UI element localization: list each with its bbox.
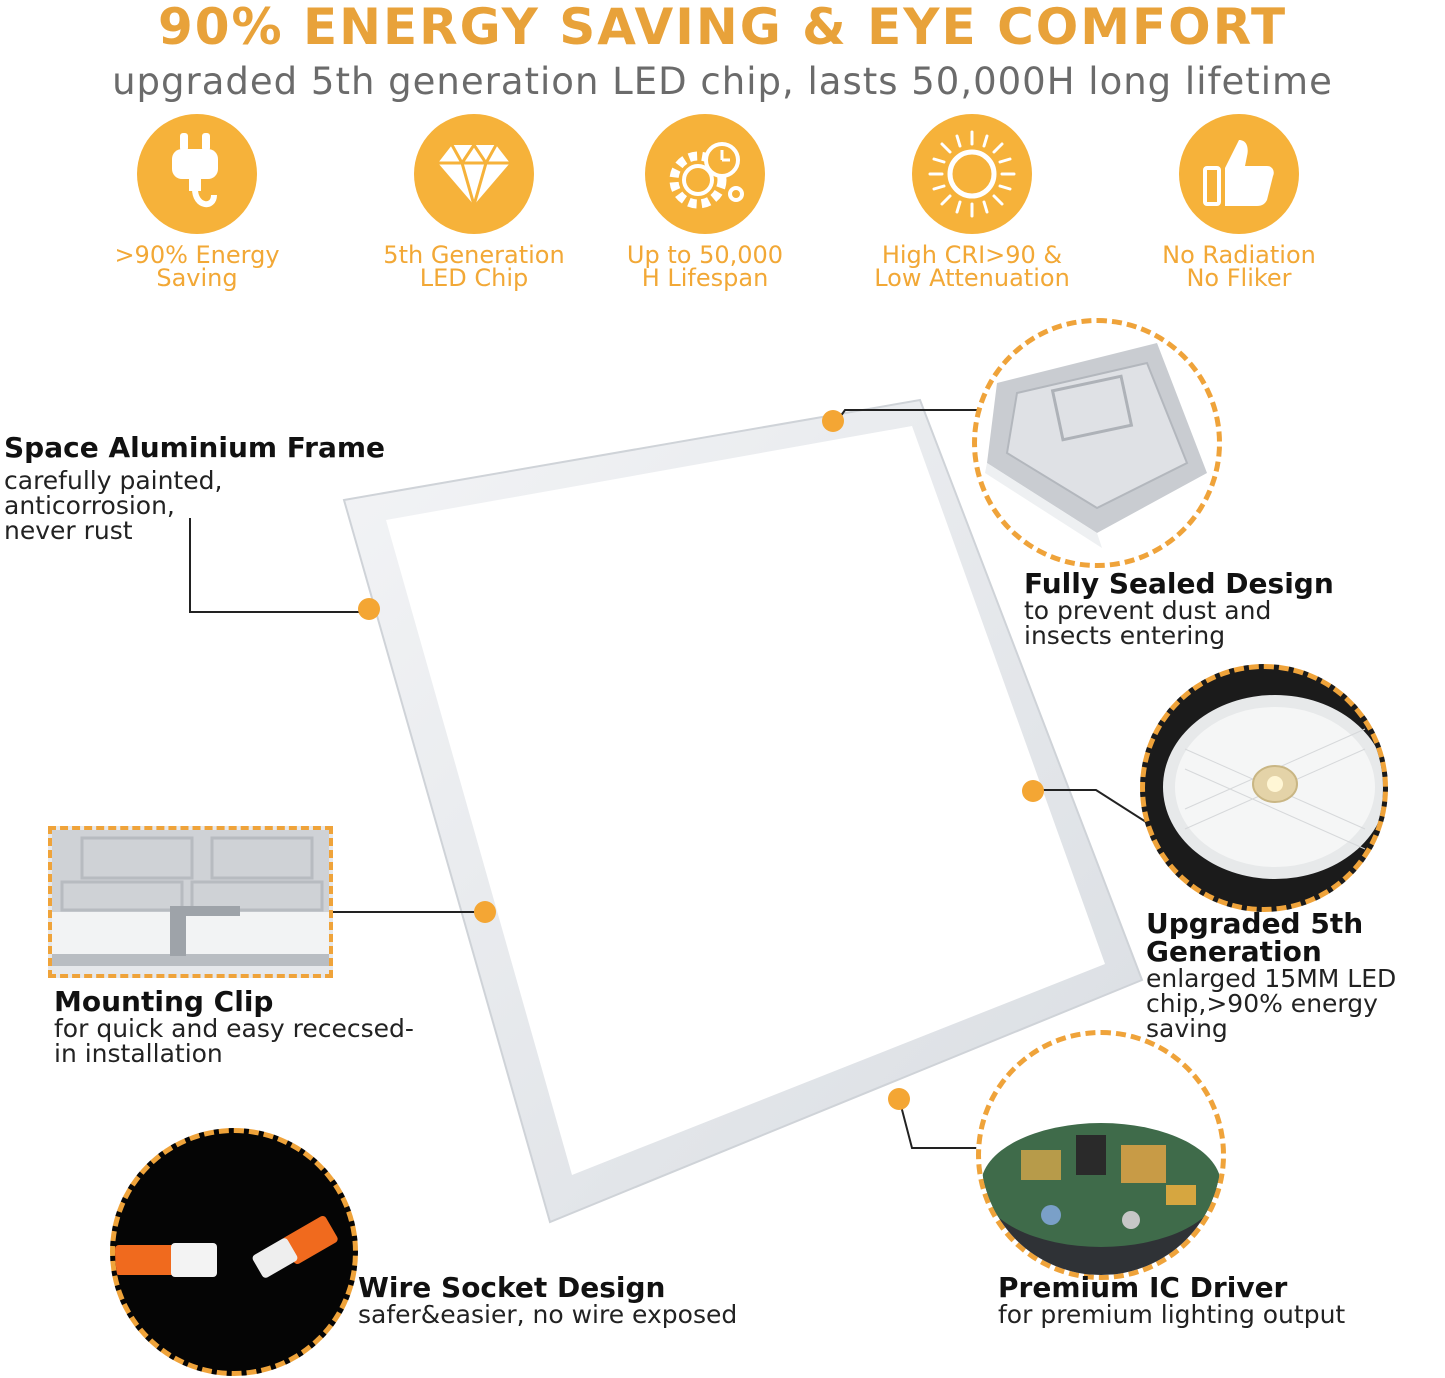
gear-clock-icon xyxy=(645,114,765,234)
callout-sealed: Fully Sealed Design to prevent dust and … xyxy=(1024,567,1334,650)
callout-desc: for premium lighting output xyxy=(998,1300,1346,1329)
wire-socket-photo xyxy=(110,1128,358,1376)
callout-dot-clip xyxy=(474,901,496,923)
feature-label: No Fliker xyxy=(1186,264,1292,292)
feature-label: Up to 50,000 xyxy=(626,241,784,269)
callout-dot-sealed xyxy=(822,410,844,432)
feature-label: H Lifespan xyxy=(641,264,769,292)
callout-clip: Mounting Clip for quick and easy rececse… xyxy=(54,985,414,1068)
callout-dot-frame xyxy=(358,598,380,620)
callout-desc: anticorrosion, xyxy=(4,491,175,520)
callout-title: Mounting Clip xyxy=(54,985,274,1018)
callout-socket: Wire Socket Design safer&easier, no wire… xyxy=(358,1271,738,1329)
feature-label: >90% Energy xyxy=(114,241,280,269)
sealed-design-photo xyxy=(972,318,1222,568)
led-chip-photo xyxy=(1140,664,1388,912)
feature-cri: High CRI>90 &Low Attenuation xyxy=(852,114,1092,290)
callout-desc: never rust xyxy=(4,516,133,545)
callout-title: Upgraded 5th xyxy=(1146,907,1364,940)
callout-desc: insects entering xyxy=(1024,621,1226,650)
mounting-clip-photo xyxy=(48,826,333,978)
callout-desc: to prevent dust and xyxy=(1024,596,1272,625)
callout-desc: carefully painted, xyxy=(4,466,223,495)
thumbs-up-icon xyxy=(1179,114,1299,234)
callout-dot-driver xyxy=(888,1088,910,1110)
sun-icon xyxy=(912,114,1032,234)
feature-label: LED Chip xyxy=(419,264,529,292)
feature-label: High CRI>90 & xyxy=(881,241,1063,269)
callout-title: Premium IC Driver xyxy=(998,1271,1288,1304)
callout-desc: saving xyxy=(1146,1014,1228,1043)
callout-desc: safer&easier, no wire exposed xyxy=(358,1300,738,1329)
callout-desc: for quick and easy rececsed- xyxy=(54,1014,414,1043)
feature-label: 5th Generation xyxy=(383,241,565,269)
page-subtitle: upgraded 5th generation LED chip, lasts … xyxy=(112,60,1333,103)
feature-label: Saving xyxy=(156,264,238,292)
callout-title: Fully Sealed Design xyxy=(1024,567,1334,600)
callout-desc: chip,>90% energy xyxy=(1146,989,1378,1018)
plug-icon xyxy=(137,114,257,234)
feature-label: Low Attenuation xyxy=(874,264,1070,292)
callout-frame: Space Aluminium Frame carefully painted,… xyxy=(4,431,386,545)
callout-title: Generation xyxy=(1146,935,1322,968)
callout-title: Space Aluminium Frame xyxy=(4,431,386,464)
callout-title: Wire Socket Design xyxy=(358,1271,666,1304)
ic-driver-photo xyxy=(976,1030,1226,1280)
callout-desc: in installation xyxy=(54,1039,223,1068)
callout-chip: Upgraded 5th Generation enlarged 15MM LE… xyxy=(1146,907,1397,1043)
diamond-icon xyxy=(414,114,534,234)
callout-desc: enlarged 15MM LED xyxy=(1146,964,1397,993)
callout-driver: Premium IC Driver for premium lighting o… xyxy=(998,1271,1346,1329)
page-title: 90% ENERGY SAVING & EYE COMFORT xyxy=(157,0,1288,56)
feature-label: No Radiation xyxy=(1162,241,1316,269)
callout-dot-chip xyxy=(1022,780,1044,802)
